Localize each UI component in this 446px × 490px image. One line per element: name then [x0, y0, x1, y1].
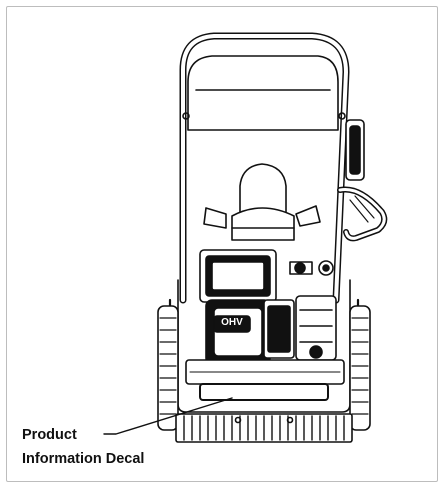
handle-bar	[179, 32, 350, 304]
product-information-decal	[199, 383, 329, 401]
callout-leader-line	[103, 397, 233, 435]
callout-label-line-2: Information Decal	[22, 451, 145, 467]
engine-badge	[213, 315, 251, 333]
chute-rotator-housing	[203, 163, 321, 241]
discharge-chute	[187, 55, 339, 131]
left-track	[157, 305, 179, 431]
engine-badge-label: OHV	[221, 317, 243, 328]
engine-assembly	[199, 249, 337, 365]
auger-grille	[175, 413, 353, 443]
right-track	[349, 305, 371, 431]
control-lever	[337, 119, 388, 242]
figure-frame	[6, 6, 438, 482]
callout-label-line-1: Product	[22, 427, 77, 443]
